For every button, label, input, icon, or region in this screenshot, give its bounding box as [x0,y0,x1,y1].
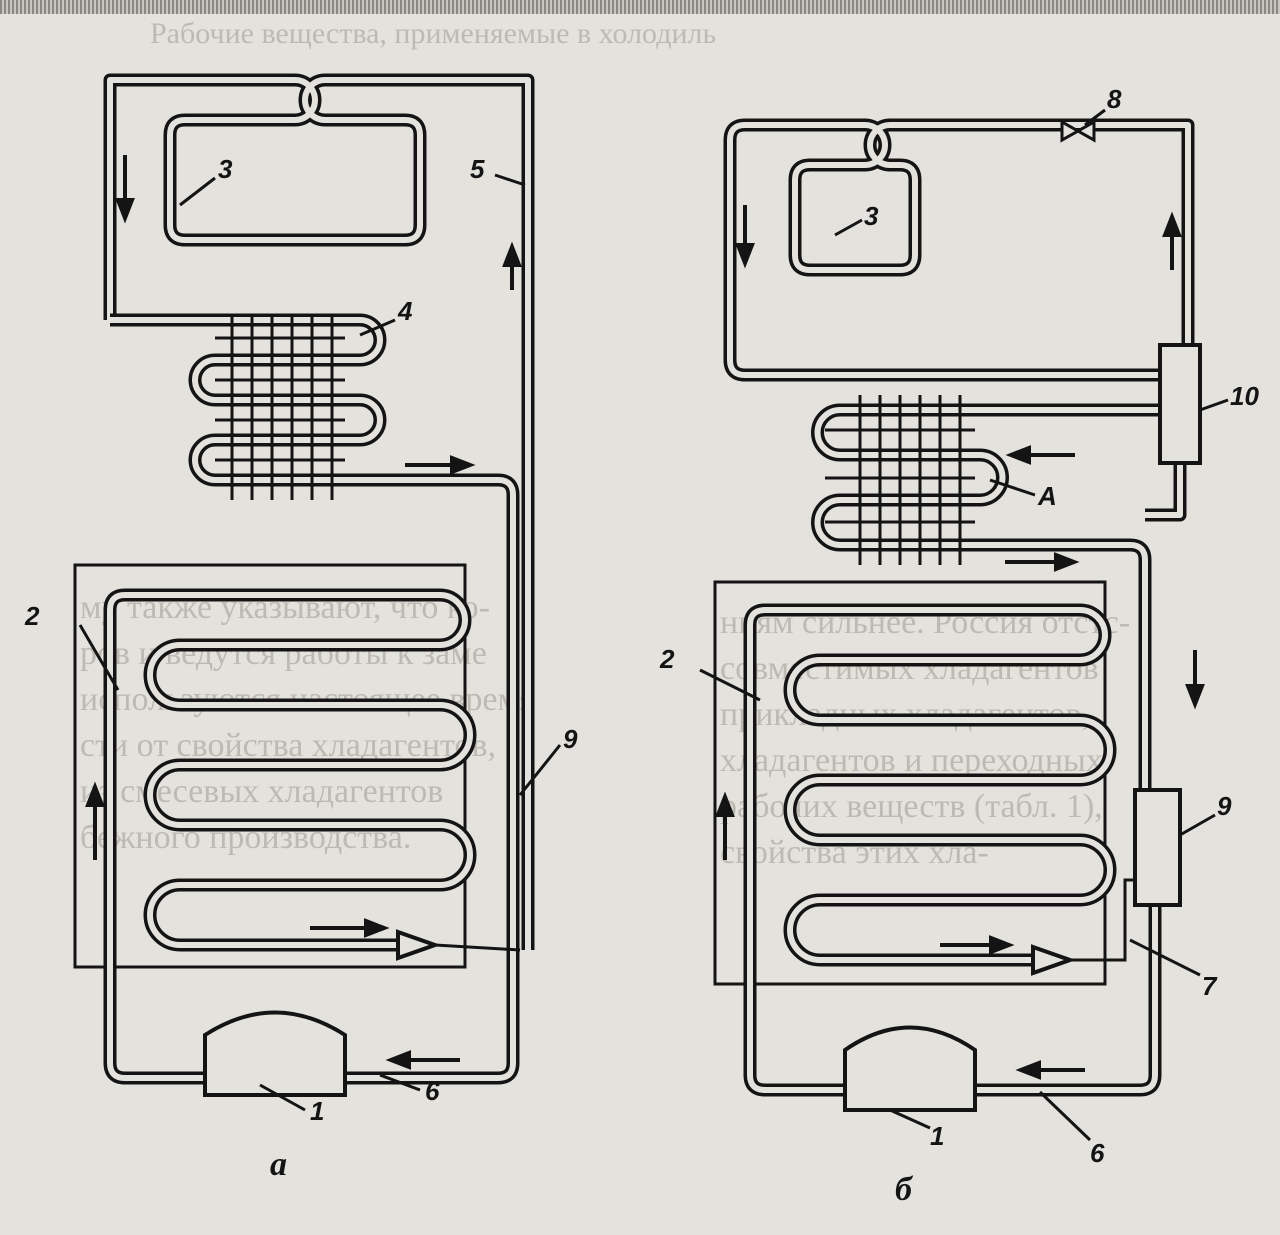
leader-lines [78,173,562,1112]
caption-a: а [270,1146,287,1183]
label-6: 6 [425,1076,440,1106]
flow-arrows [85,155,522,1070]
leader-lines [699,108,1229,1142]
flow-arrowhead [1031,944,1077,976]
label-2: 2 [659,644,675,674]
filter-9 [1133,788,1182,907]
tube-inner [814,407,1160,795]
flow-arrowhead [396,929,442,961]
label-3: 3 [864,201,879,231]
fridge-evaporator-tube [743,603,1117,1097]
ghost-line: из смесевых хладагентов [80,773,444,810]
label-A: A [1037,481,1057,511]
label-5: 5 [470,154,485,184]
diagram-b: 8 3 10 A 2 9 7 1 6 б [659,84,1259,1208]
caption-b: б [895,1171,914,1208]
diagram-a: 3 4 5 2 9 1 6 а [24,73,578,1183]
tube-inner [107,77,531,950]
page-edge [0,0,1280,14]
label-2: 2 [24,601,40,631]
tube-inner [107,592,473,1081]
label-7: 7 [1202,971,1218,1001]
condenser-grid [215,315,345,500]
label-9: 9 [1217,791,1232,821]
label-1: 1 [930,1121,944,1151]
filter-link-tube [1145,460,1187,522]
receiver-10 [1158,343,1202,465]
label-9: 9 [563,724,578,754]
capillary-line [434,943,521,952]
tube-inner [975,900,1158,1093]
tube-inner [1145,460,1183,518]
evaporator-box [713,580,1107,986]
ghost-table-heading: Рабочие вещества, применяемые в холодиль [150,17,717,50]
fridge-evaporator-tube [103,588,477,1085]
label-3: 3 [218,154,233,184]
tube-inner [747,607,1113,1093]
evaporator-box [73,563,467,969]
valve-8 [1060,119,1096,143]
label-8: 8 [1107,84,1122,114]
label-10: 10 [1230,381,1259,411]
ghost-line: сти от свойства хладагентов, [80,727,497,764]
label-4: 4 [397,296,413,326]
condenser-grid [825,395,975,565]
compressor [203,1010,347,1097]
freezer-evaporator-tube [723,118,1195,382]
tube-inner [110,317,516,1081]
label-1: 1 [310,1096,324,1126]
tube-inner [727,122,1191,378]
compressor [843,1025,977,1112]
flow-arrows [715,205,1205,1080]
ghost-line: хладагентов и переходных [720,742,1103,779]
tube-7-line [1070,878,1140,962]
label-6: 6 [1090,1138,1105,1168]
suction-tube [975,900,1162,1097]
